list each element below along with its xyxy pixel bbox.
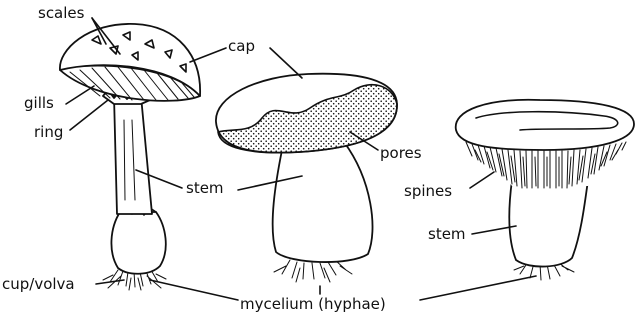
label-stem-right: stem [428, 225, 466, 243]
label-stem-left: stem [186, 179, 224, 197]
hedgehog-mushroom [456, 100, 634, 280]
label-pores: pores [380, 144, 422, 162]
label-mycelium: mycelium (hyphae) [240, 295, 386, 313]
label-scales: scales [38, 4, 85, 22]
label-spines: spines [404, 182, 452, 200]
bolete-mushroom [216, 74, 397, 282]
mycelium-middle [274, 260, 352, 282]
label-cap: cap [228, 37, 255, 55]
cap-right [456, 100, 634, 150]
label-ring: ring [34, 123, 63, 141]
stem-middle [273, 142, 373, 262]
stem-right [509, 180, 588, 267]
volva [111, 212, 165, 274]
gilled-mushroom [60, 24, 200, 290]
label-gills: gills [24, 94, 54, 112]
label-cup-volva: cup/volva [2, 275, 75, 293]
